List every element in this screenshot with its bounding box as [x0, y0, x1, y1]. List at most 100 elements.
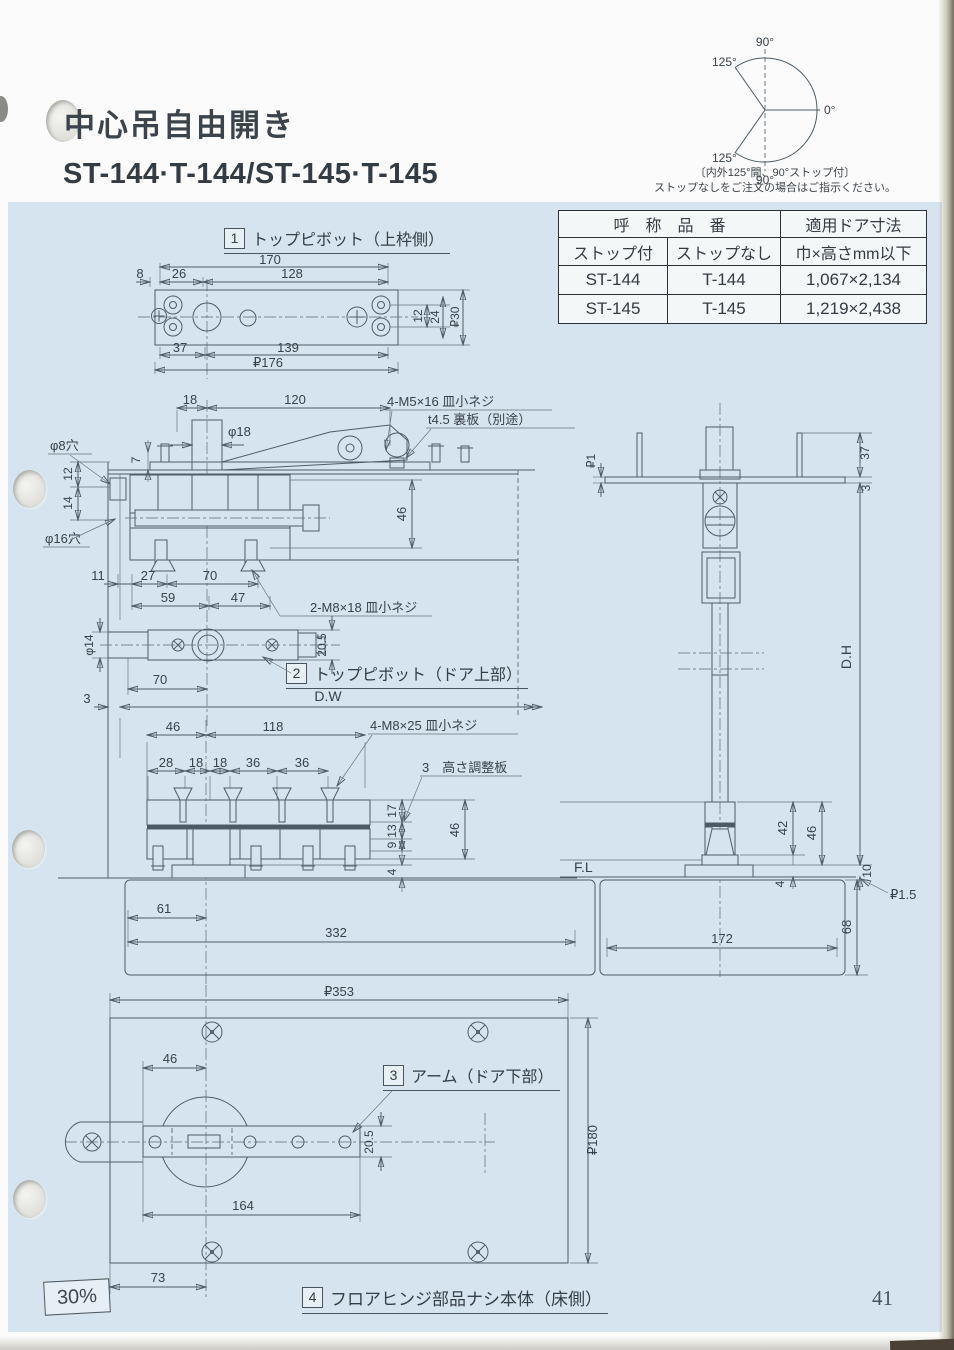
binder-hole — [13, 1180, 46, 1218]
dim: 46 — [166, 719, 180, 734]
dim: 68 — [839, 920, 854, 934]
drawing4-title: フロアヒンジ部品ナシ本体（床側） — [330, 1290, 602, 1309]
model-numbers: ST-144·T-144/ST-145·T-145 — [63, 158, 439, 190]
dim: ₽180 — [585, 1125, 600, 1155]
backplate-note: t4.5 裏板（別途） — [428, 412, 531, 427]
angle-label: 90° — [756, 35, 774, 49]
dim: ₽1 — [584, 454, 598, 469]
door-height-label: D.H — [838, 645, 854, 669]
scan-edge-bottom — [0, 1336, 954, 1350]
screw-note: 4-M5×16 皿小ネジ — [387, 394, 494, 409]
dim: 18 — [183, 392, 197, 407]
dim: 46 — [447, 823, 462, 837]
drawing2-title: トップピボット（ドア上部） — [314, 667, 523, 684]
col-header-size: 適用ドア寸法 — [780, 210, 927, 238]
cell-size: 1,067×2,134 — [780, 265, 927, 295]
table-row: ST-145 T-145 1,219×2,438 — [558, 294, 927, 324]
dim: 70 — [203, 568, 217, 583]
dim: 128 — [281, 266, 303, 281]
binder-hole — [46, 100, 80, 142]
scan-edge-right — [938, 0, 954, 1350]
dim: 42 — [775, 821, 790, 835]
dim: 172 — [711, 931, 733, 946]
floor-line-label: F.L — [574, 859, 593, 875]
binder-hole — [13, 470, 46, 508]
cell-nostop: T-145 — [667, 294, 781, 324]
cell-nostop: T-144 — [667, 265, 781, 295]
dim: 13 — [385, 824, 399, 838]
table-row: ST-144 T-144 1,067×2,134 — [558, 265, 927, 295]
dim: ₽176 — [253, 355, 283, 370]
dim: 18 — [213, 755, 227, 770]
col-header-name: 呼 称 品 番 — [558, 210, 781, 238]
drawing2-label: 2 トップピボット（ドア上部） — [286, 661, 529, 689]
dim: 4 — [385, 868, 399, 875]
drawing1-top-pivot-frame: 170 8 26 128 37 139 ₽176 12 24 ₽30 — [136, 252, 470, 379]
dim: 59 — [161, 590, 175, 605]
dim: 17 — [385, 804, 399, 818]
dim: 118 — [263, 719, 284, 734]
dim: 36 — [295, 755, 309, 770]
dim: ₽353 — [324, 984, 354, 999]
dim: 61 — [157, 901, 171, 916]
hole-note: φ8穴 — [50, 438, 79, 453]
caption-line2: ストップなしをご注文の場合はご指示ください。 — [654, 182, 896, 194]
dim: 139 — [277, 340, 299, 355]
dim: 164 — [232, 1198, 254, 1213]
dim: 332 — [325, 925, 347, 940]
dim: 37 — [173, 340, 187, 355]
dim: 20.5 — [315, 633, 329, 657]
drawing2-number: 2 — [286, 662, 307, 684]
dim: 28 — [159, 755, 173, 770]
door-width-label: D.W — [314, 688, 342, 704]
dim: 10 — [860, 864, 874, 878]
dim: φ14 — [82, 634, 96, 655]
dim: 12 — [411, 309, 425, 323]
binder-hole — [12, 830, 45, 868]
cell-stop: ST-144 — [558, 265, 668, 295]
dim: 70 — [153, 672, 167, 687]
drawing1-number: 1 — [224, 227, 245, 249]
dim: 7 — [129, 456, 143, 463]
dim: 11 — [91, 568, 105, 583]
screw-note: 4-M8×25 皿小ネジ — [370, 718, 477, 733]
cell-stop: ST-145 — [558, 294, 668, 324]
angle-label: 90° — [756, 173, 774, 187]
dim: 24 — [428, 310, 442, 324]
angle-label: 0° — [824, 103, 836, 117]
drawing2-section: 18 120 φ18 4-M5×16 皿小ネジ t4.5 裏板（別途） φ8穴 … — [43, 392, 575, 728]
dim: 14 — [61, 496, 75, 510]
angle-label: 125° — [712, 55, 737, 69]
dim: 47 — [231, 590, 245, 605]
dim: 36 — [246, 755, 260, 770]
drawing3-title: アーム（ドア下部） — [411, 1069, 554, 1086]
page-title: 中心吊自由開き — [64, 108, 295, 143]
dim: 12 — [61, 467, 75, 481]
dim: 46 — [804, 826, 819, 840]
dim: 46 — [394, 507, 409, 521]
dim: φ18 — [228, 424, 251, 439]
page-number: 41 — [872, 1286, 893, 1310]
cover-screws — [201, 1021, 489, 1263]
caption-line1: 〔内外125°開、90°ストップ付〕 — [694, 167, 856, 179]
dim: ₽30 — [448, 306, 462, 327]
adjust-plate-note: 3 高さ調整板 — [422, 760, 507, 775]
hole-note: φ16穴 — [45, 531, 81, 546]
dim: 20.5 — [362, 1130, 376, 1154]
dim: 3 — [859, 484, 873, 491]
dim: 170 — [259, 252, 281, 267]
drawing1-title: トップピボット（上枠側） — [252, 232, 445, 249]
cell-size: 1,219×2,438 — [780, 294, 927, 324]
dim: 9 — [385, 841, 399, 848]
opening-angle-diagram: 90° 125° 0° 125° 90° — [712, 35, 836, 187]
col-header-dim: 巾×高さmm以下 — [780, 237, 927, 266]
dim: ₽1.5 — [890, 887, 916, 902]
col-header-stop: ストップ付 — [558, 237, 668, 266]
scan-corner-dark — [889, 1338, 954, 1350]
dim: 4 — [773, 880, 787, 887]
spec-table: 呼 称 品 番 適用ドア寸法 ストップ付 ストップなし 巾×高さmm以下 ST-… — [558, 210, 927, 324]
drawing3-label: 3 アーム（ドア下部） — [383, 1063, 560, 1091]
dim: 8 — [136, 266, 143, 281]
dim: 37 — [858, 446, 872, 460]
